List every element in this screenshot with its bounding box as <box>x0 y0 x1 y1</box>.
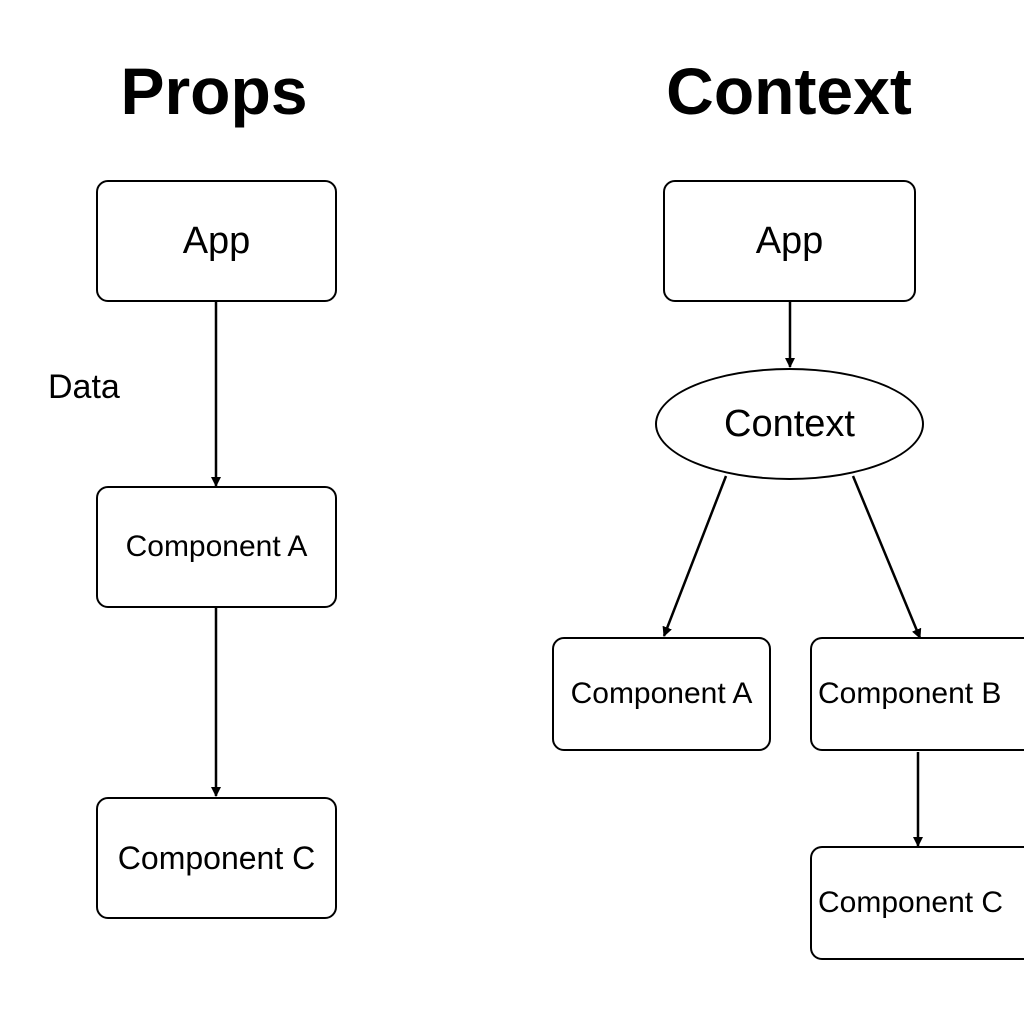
props-component-c-label: Component C <box>117 839 316 876</box>
context-component-b-node: Component B <box>810 637 1024 751</box>
props-app-label: App <box>182 219 251 262</box>
context-ellipse-label: Context <box>724 402 855 445</box>
context-app-node: App <box>663 180 916 302</box>
context-component-c-node: Component C <box>810 846 1024 960</box>
context-heading: Context <box>666 54 912 128</box>
context-component-a-label: Component A <box>570 677 753 710</box>
props-component-c-node: Component C <box>96 797 337 919</box>
context-component-b-label: Component B <box>818 677 1002 710</box>
props-app-node: App <box>96 180 337 302</box>
context-component-a-node: Component A <box>552 637 771 751</box>
context-component-c-label: Component C <box>818 886 1004 919</box>
context-ellipse-node: Context <box>655 368 924 480</box>
props-heading: Props <box>120 54 308 128</box>
context-app-label: App <box>755 219 824 262</box>
props-component-a-node: Component A <box>96 486 337 608</box>
arrow-context-to-component-a <box>662 475 728 637</box>
props-component-a-label: Component A <box>125 530 308 563</box>
data-edge-label: Data <box>48 368 120 406</box>
arrow-context-to-component-b <box>851 475 922 639</box>
